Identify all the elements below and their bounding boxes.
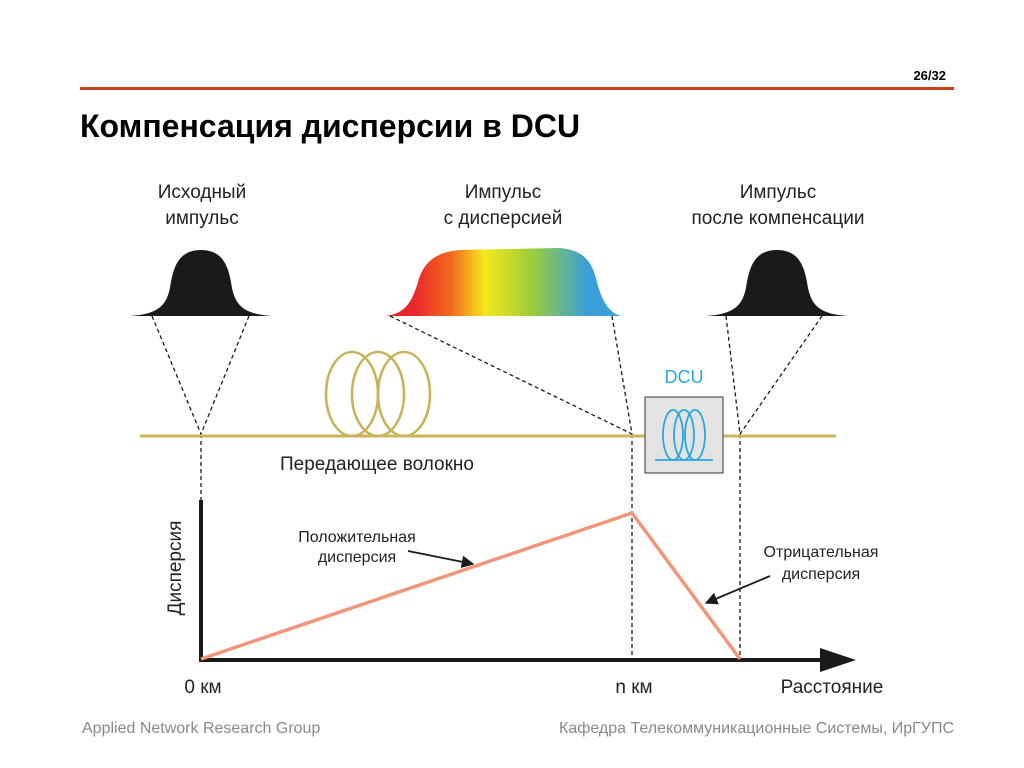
positive-dispersion-label-line2: дисперсия xyxy=(318,549,396,566)
original-pulse-label-line2: импульс xyxy=(165,208,239,229)
x-axis-arrow xyxy=(820,648,856,672)
slide-title: Компенсация дисперсии в DCU xyxy=(80,108,581,144)
compensated-pulse-label-line1: Импульс xyxy=(740,182,817,203)
compensated-pulse-label-line2: после компенсации xyxy=(692,208,865,229)
negative-dispersion-label-line2: дисперсия xyxy=(782,566,860,583)
dispersed-pulse xyxy=(385,248,622,316)
negative-dispersion-pointer xyxy=(704,575,771,605)
footer-department: Кафедра Телекоммуникационные Системы, Ир… xyxy=(559,720,954,737)
original-pulse xyxy=(130,250,272,316)
dcu-label: DCU xyxy=(665,367,704,387)
compensated-pulse xyxy=(706,250,848,316)
positive-dispersion-pointer xyxy=(407,550,475,568)
x-tick-n: n км xyxy=(615,677,652,698)
dcu-box xyxy=(644,396,724,474)
projection-lines xyxy=(151,315,823,660)
y-axis-label: Дисперсия xyxy=(165,521,186,616)
dispersed-pulse-label-line1: Импульс xyxy=(465,182,542,203)
dispersed-pulse-label-line2: с дисперсией xyxy=(444,208,563,229)
fiber-label: Передающее волокно xyxy=(280,454,474,475)
original-pulse-label-line1: Исходный xyxy=(158,182,246,203)
title-divider xyxy=(80,87,954,90)
positive-dispersion-label-line1: Положительная xyxy=(298,529,416,546)
dispersion-curve xyxy=(200,511,742,661)
fiber-coil-icon xyxy=(324,350,432,438)
x-axis-label: Расстояние xyxy=(781,677,884,698)
dcu-coil-icon xyxy=(655,409,713,461)
negative-dispersion-label-line1: Отрицательная xyxy=(764,544,879,561)
footer-organization: Applied Network Research Group xyxy=(82,720,321,737)
page-number: 26/32 xyxy=(913,68,946,83)
x-tick-start: 0 км xyxy=(184,677,221,698)
